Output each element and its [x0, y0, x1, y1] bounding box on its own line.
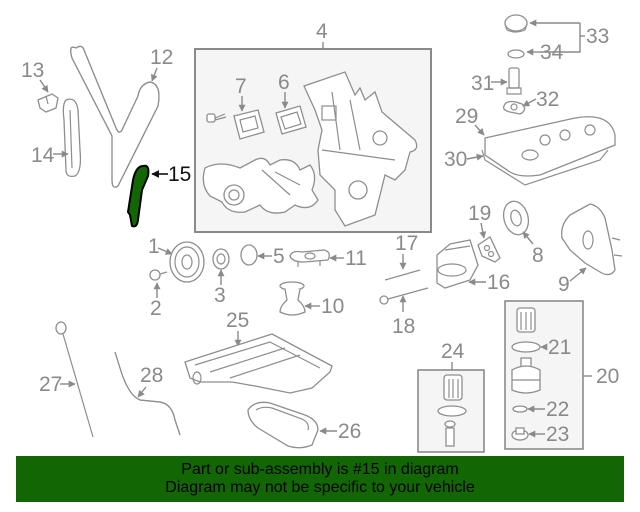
- crank-pulley-part[interactable]: [169, 241, 205, 283]
- timing-cover-part[interactable]: [303, 71, 418, 227]
- lower-oil-pan-part[interactable]: [247, 401, 319, 449]
- oil-strainer-part[interactable]: [279, 281, 306, 316]
- stud-17-part[interactable]: [384, 269, 421, 281]
- callout-16[interactable]: 16: [487, 271, 510, 294]
- seal-8-part[interactable]: [500, 198, 532, 237]
- callout-32[interactable]: 32: [536, 88, 559, 111]
- callout-18[interactable]: 18: [392, 315, 415, 338]
- gasket-6-part[interactable]: [275, 105, 307, 135]
- timing-chain-part[interactable]: [70, 45, 160, 188]
- callout-7[interactable]: 7: [235, 75, 247, 98]
- callout-4[interactable]: 4: [316, 20, 328, 43]
- banner-disclaimer-line: Diagram may not be specific to your vehi…: [165, 479, 475, 496]
- fitment-notice-banner: Part or sub-assembly is #15 in diagram D…: [16, 456, 624, 502]
- callout-21[interactable]: 21: [548, 336, 571, 359]
- callout-8[interactable]: 8: [532, 244, 544, 267]
- bolt-part[interactable]: [206, 113, 227, 123]
- cap-gasket-part[interactable]: [507, 49, 525, 59]
- o-ring-22-part[interactable]: [512, 405, 528, 413]
- gasket-11-part[interactable]: [289, 249, 330, 267]
- callout-3[interactable]: 3: [214, 284, 226, 307]
- callout-33[interactable]: 33: [586, 25, 609, 48]
- banner-part-line: Part or sub-assembly is #15 in diagram: [181, 461, 459, 478]
- callout-30[interactable]: 30: [444, 148, 467, 171]
- callout-2[interactable]: 2: [150, 297, 162, 320]
- bolt-18-part[interactable]: [379, 287, 429, 305]
- filter-bracket-16-part[interactable]: [436, 239, 479, 289]
- filter-24-part[interactable]: [437, 374, 467, 447]
- callout-29[interactable]: 29: [455, 105, 478, 128]
- filler-pipe-part[interactable]: [506, 67, 522, 95]
- filter-cap-part[interactable]: [511, 357, 541, 394]
- callout-5[interactable]: 5: [273, 245, 285, 268]
- callout-27[interactable]: 27: [39, 373, 62, 396]
- upper-oil-pan-part[interactable]: [184, 333, 333, 394]
- bracket-19-part[interactable]: [477, 236, 501, 263]
- callout-11[interactable]: 11: [345, 247, 367, 270]
- callout-24[interactable]: 24: [441, 340, 465, 363]
- gasket-7-part[interactable]: [233, 109, 265, 140]
- valve-cover-part[interactable]: [481, 116, 616, 186]
- callout-28[interactable]: 28: [140, 364, 163, 387]
- dipstick-guide-part[interactable]: [114, 351, 181, 436]
- callout-26[interactable]: 26: [338, 420, 361, 443]
- callout-1[interactable]: 1: [148, 235, 160, 258]
- chain-guide-14-part[interactable]: [62, 98, 82, 178]
- cover-9-part[interactable]: [561, 203, 623, 276]
- callout-13[interactable]: 13: [21, 59, 44, 82]
- tensioner-part[interactable]: [37, 93, 59, 113]
- callout-12[interactable]: 12: [150, 46, 173, 69]
- callout-22[interactable]: 22: [546, 398, 569, 421]
- callout-15[interactable]: 15: [168, 163, 191, 186]
- callout-9[interactable]: 9: [558, 273, 570, 296]
- chain-guide-15-highlighted-part[interactable]: [126, 164, 150, 228]
- callout-19[interactable]: 19: [468, 202, 491, 225]
- pulley-bolt-part[interactable]: [149, 269, 168, 281]
- o-ring-5-part[interactable]: [240, 244, 258, 266]
- water-pump-part[interactable]: [202, 157, 319, 214]
- callout-10[interactable]: 10: [321, 295, 344, 318]
- callout-31[interactable]: 31: [471, 72, 494, 95]
- callout-25[interactable]: 25: [226, 309, 249, 332]
- callout-17[interactable]: 17: [395, 232, 418, 255]
- o-ring-21-part[interactable]: [511, 341, 541, 353]
- drain-plug-23-part[interactable]: [511, 427, 529, 441]
- filter-element-part[interactable]: [516, 307, 536, 333]
- oil-filler-cap-part[interactable]: [504, 14, 528, 33]
- callout-14[interactable]: 14: [31, 144, 55, 167]
- callout-34[interactable]: 34: [540, 41, 564, 64]
- callout-20[interactable]: 20: [596, 365, 619, 388]
- callout-23[interactable]: 23: [546, 423, 569, 446]
- filler-gasket-part[interactable]: [502, 100, 526, 115]
- dipstick-part[interactable]: [55, 321, 94, 438]
- callout-6[interactable]: 6: [278, 71, 290, 94]
- crank-sprocket-part[interactable]: [212, 248, 230, 270]
